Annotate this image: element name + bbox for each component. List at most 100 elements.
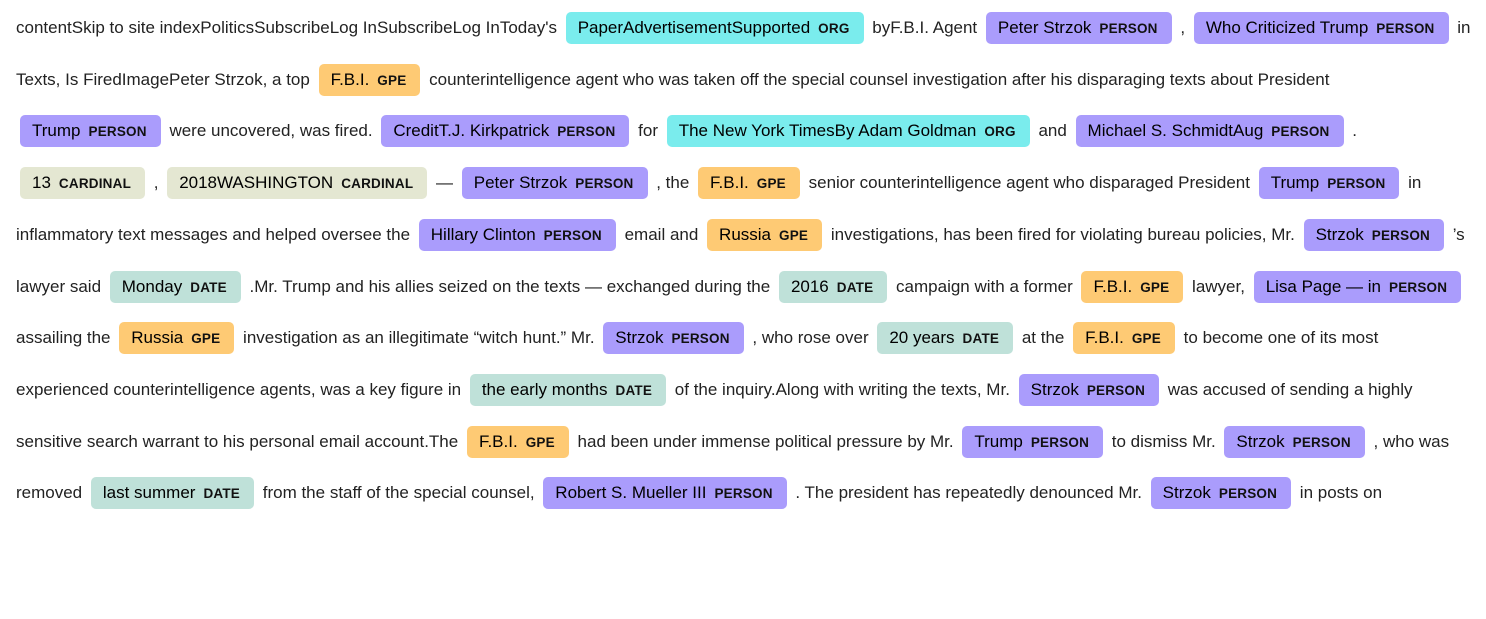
plain-text: had been under immense political pressur…	[572, 431, 959, 451]
entity-label: GPE	[756, 176, 786, 192]
entity-text: Trump	[32, 121, 81, 141]
plain-text: .Mr. Trump and his allies seized on the …	[244, 276, 775, 296]
entity-label: GPE	[191, 331, 221, 347]
entity-label: GPE	[779, 227, 809, 243]
entity-person: Strzok PERSON	[1018, 373, 1160, 406]
plain-text: of the inquiry.Along with writing the te…	[670, 379, 1015, 399]
plain-text: counterintelligence agent who was taken …	[424, 69, 1330, 89]
plain-text: investigations, has been fired for viola…	[826, 224, 1300, 244]
entity-text: Who Criticized Trump	[1205, 18, 1369, 37]
plain-text: ,	[149, 173, 164, 193]
entity-text: 2018WASHINGTON	[179, 173, 334, 193]
plain-text: to become one of its most experienced co…	[16, 328, 1379, 399]
entity-text: PaperAdvertisementSupported	[577, 18, 811, 37]
entity-text: Strzok	[1236, 431, 1285, 451]
entity-label: PERSON	[1327, 176, 1386, 192]
plain-text: email and	[619, 224, 704, 244]
entity-label: PERSON	[714, 486, 773, 502]
plain-text: to dismiss Mr.	[1107, 431, 1221, 451]
entity-person: Strzok PERSON	[603, 322, 744, 355]
entity-text: Peter Strzok	[997, 18, 1092, 37]
entity-label: PERSON	[1292, 434, 1351, 450]
entity-cardinal: 13 CARDINAL	[20, 167, 146, 200]
entity-label: CARDINAL	[58, 176, 132, 192]
entity-label: PERSON	[88, 124, 147, 140]
entity-label: DATE	[190, 279, 227, 295]
entity-text: Robert S. Mueller III	[555, 483, 707, 503]
entity-cardinal: 2018WASHINGTON CARDINAL	[167, 167, 428, 200]
entity-text: Strzok	[1030, 379, 1079, 399]
plain-text: senior counterintelligence agent who dis…	[803, 173, 1255, 193]
entity-label: ORG	[984, 124, 1016, 140]
entity-label: GPE	[377, 72, 407, 88]
plain-text: ,	[1175, 18, 1190, 37]
entity-person: Trump PERSON	[20, 115, 161, 148]
entity-label: PERSON	[1099, 21, 1158, 36]
entity-text: F.B.I.	[1093, 276, 1133, 296]
entity-label: DATE	[615, 382, 653, 398]
entity-label: GPE	[525, 434, 555, 450]
plain-text: lawyer,	[1187, 276, 1250, 296]
plain-text: and	[1033, 121, 1072, 141]
entity-gpe: F.B.I.GPE	[1073, 322, 1175, 355]
entity-gpe: Russia GPE	[707, 218, 823, 251]
entity-label: PERSON	[557, 124, 616, 140]
entity-gpe: Russia GPE	[119, 322, 235, 355]
plain-text: byF.B.I. Agent	[867, 18, 982, 37]
entity-text: Monday	[121, 276, 183, 296]
entity-text: Trump	[1270, 173, 1320, 193]
entity-label: PERSON	[1271, 124, 1330, 140]
entity-label: PERSON	[1388, 279, 1448, 295]
entity-date: Monday DATE	[109, 270, 241, 303]
entity-text: Trump	[974, 431, 1023, 451]
entity-label: ORG	[818, 21, 850, 36]
entity-gpe: F.B.I. GPE	[1081, 270, 1184, 303]
entity-label: PERSON	[1218, 486, 1278, 502]
plain-text: contentSkip to site indexPoliticsSubscri…	[16, 18, 562, 37]
entity-text: 13	[32, 173, 51, 193]
entity-text: Michael S. SchmidtAug	[1087, 121, 1264, 141]
entity-person: Strzok PERSON	[1150, 477, 1292, 510]
entity-text: F.B.I.	[478, 431, 518, 451]
entity-text: Peter Strzok	[473, 173, 568, 193]
entity-label: PERSON	[575, 176, 634, 192]
plain-text: assailing the	[16, 328, 116, 348]
entity-text: Hillary Clinton	[430, 224, 536, 244]
entity-label: PERSON	[671, 331, 730, 347]
entity-text: F.B.I.	[710, 173, 749, 193]
entity-text: last summer	[102, 483, 196, 503]
entity-text: F.B.I.	[1085, 328, 1124, 348]
entity-person: Michael S. SchmidtAug PERSON	[1075, 115, 1344, 148]
entity-person: Strzok PERSON	[1303, 218, 1444, 251]
ner-document: contentSkip to site indexPoliticsSubscri…	[16, 12, 1471, 510]
plain-text: in Texts, Is FiredImagePeter Strzok, a t…	[16, 18, 1471, 89]
entity-text: Strzok	[615, 328, 664, 348]
entity-text: the early months	[481, 379, 608, 399]
entity-person: Strzok PERSON	[1224, 425, 1365, 458]
entity-person: Trump PERSON	[1258, 167, 1400, 200]
entity-label: GPE	[1140, 279, 1170, 295]
entity-text: Russia	[131, 328, 184, 348]
plain-text: from the staff of the special counsel,	[258, 483, 540, 503]
entity-label: CARDINAL	[341, 176, 414, 192]
plain-text: was accused of sending a highly sensitiv…	[16, 379, 1413, 451]
plain-text: were uncovered, was fired.	[164, 121, 378, 141]
entity-org: PaperAdvertisementSupported ORG	[565, 12, 864, 44]
entity-text: Russia	[719, 224, 772, 244]
entity-label: DATE	[836, 279, 874, 295]
plain-text: for	[633, 121, 663, 141]
plain-text: in inflammatory text messages and helped…	[16, 173, 1422, 244]
entity-text: 20 years	[889, 328, 955, 348]
entity-label: PERSON	[1086, 382, 1146, 398]
plain-text: investigation as an illegitimate “witch …	[238, 328, 600, 348]
entity-text: Strzok	[1315, 224, 1364, 244]
entity-label: PERSON	[1371, 227, 1430, 243]
entity-text: Strzok	[1162, 483, 1211, 503]
